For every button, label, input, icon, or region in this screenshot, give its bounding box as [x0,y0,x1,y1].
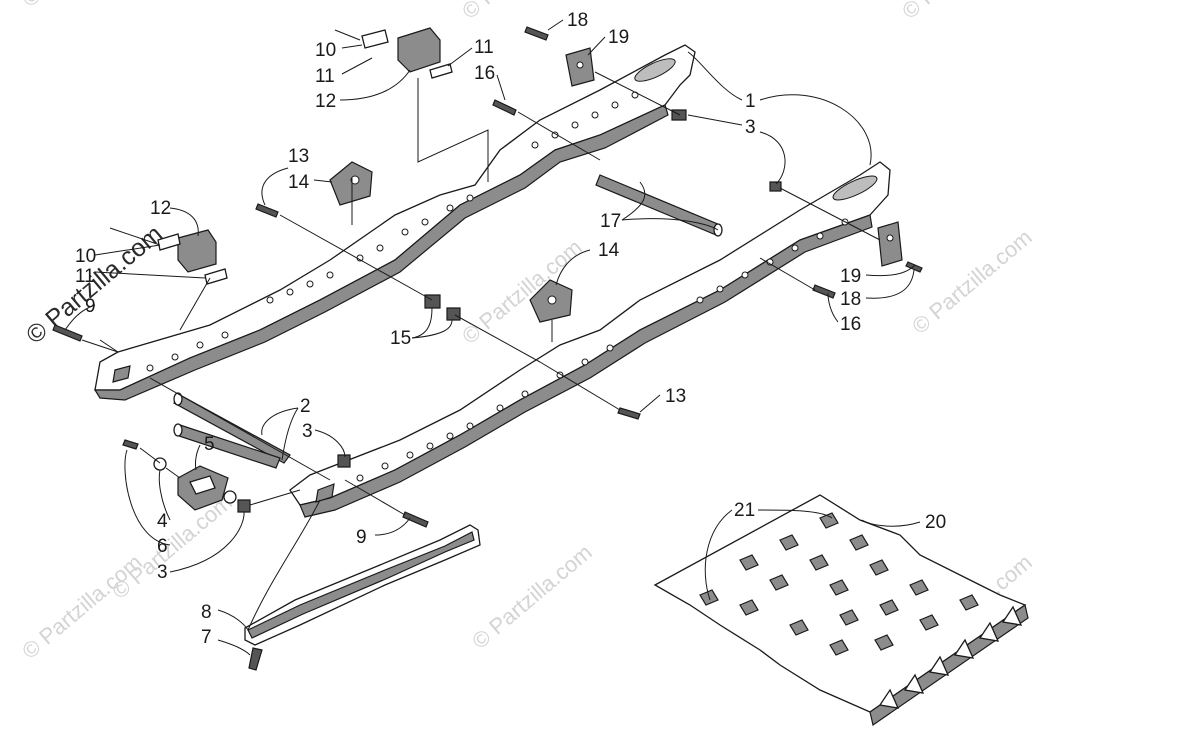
callout-label: 19 [840,266,861,287]
left-rail [93,44,696,401]
callout-label: 6 [157,536,168,557]
callout-label: 3 [302,421,313,442]
callout-label: 9 [85,296,96,317]
callout-label: 19 [608,27,629,48]
bracket-19-upper [565,47,595,87]
callout-label: 10 [315,40,336,61]
watermark-text: © Partzilla.com [17,0,147,12]
callout-label: 15 [390,328,411,349]
callout-label: 5 [204,434,215,455]
leader-lines [64,19,921,656]
callout-label: 14 [598,240,620,261]
left-bracket-assembly [109,227,228,285]
callout-label: 3 [745,117,756,138]
callout-label: 7 [201,627,212,648]
callout-label: 13 [665,386,686,407]
callout-label: 11 [75,266,95,287]
bracket-19-right [877,221,903,267]
watermark-text: © Partzilla.com [907,224,1037,338]
upper-bracket-assembly [334,27,453,79]
callout-label: 3 [157,562,168,583]
callout-label: 12 [150,198,171,219]
callout-label: 16 [840,314,861,335]
gusset-14-upper [329,161,373,206]
gusset-14-lower [529,279,573,323]
callout-label: 14 [288,172,310,193]
callout-label: 16 [474,63,495,84]
callout-label: 21 [734,500,755,521]
cross-shaft-upper [595,174,723,237]
slide-runner [244,524,481,646]
callout-label: 17 [600,211,621,232]
callout-label: 2 [300,396,311,417]
watermark-text: © Partzilla.com [107,489,237,603]
callout-label: 8 [201,602,212,623]
watermark-text: © Partzilla.com [467,539,597,653]
rail-holes-right [356,218,849,482]
bolts [52,26,923,671]
track-clips [699,512,979,656]
watermark-text: © Partzilla.com [897,0,1027,24]
callout-label: 10 [75,246,96,267]
callout-label: 13 [288,146,309,167]
callout-label: 9 [356,527,367,548]
callout-label: 11 [474,37,494,58]
callout-label: 18 [567,10,588,31]
callout-label: 20 [925,512,946,533]
callout-label: 18 [840,289,861,310]
track-section [653,494,1029,726]
cross-shafts-lower [173,392,291,469]
callout-label: 12 [315,91,336,112]
callout-label: 4 [157,511,168,532]
track-lugs [878,605,1023,709]
assembly-lines [81,71,881,516]
callout-label: 11 [315,66,335,87]
callout-labels: 10 11 12 11 16 18 19 1 3 13 14 12 10 11 … [75,10,946,648]
rail-holes-left [146,91,639,372]
callout-label: 1 [745,91,756,112]
right-rail [289,161,891,518]
wear-block [177,465,229,511]
